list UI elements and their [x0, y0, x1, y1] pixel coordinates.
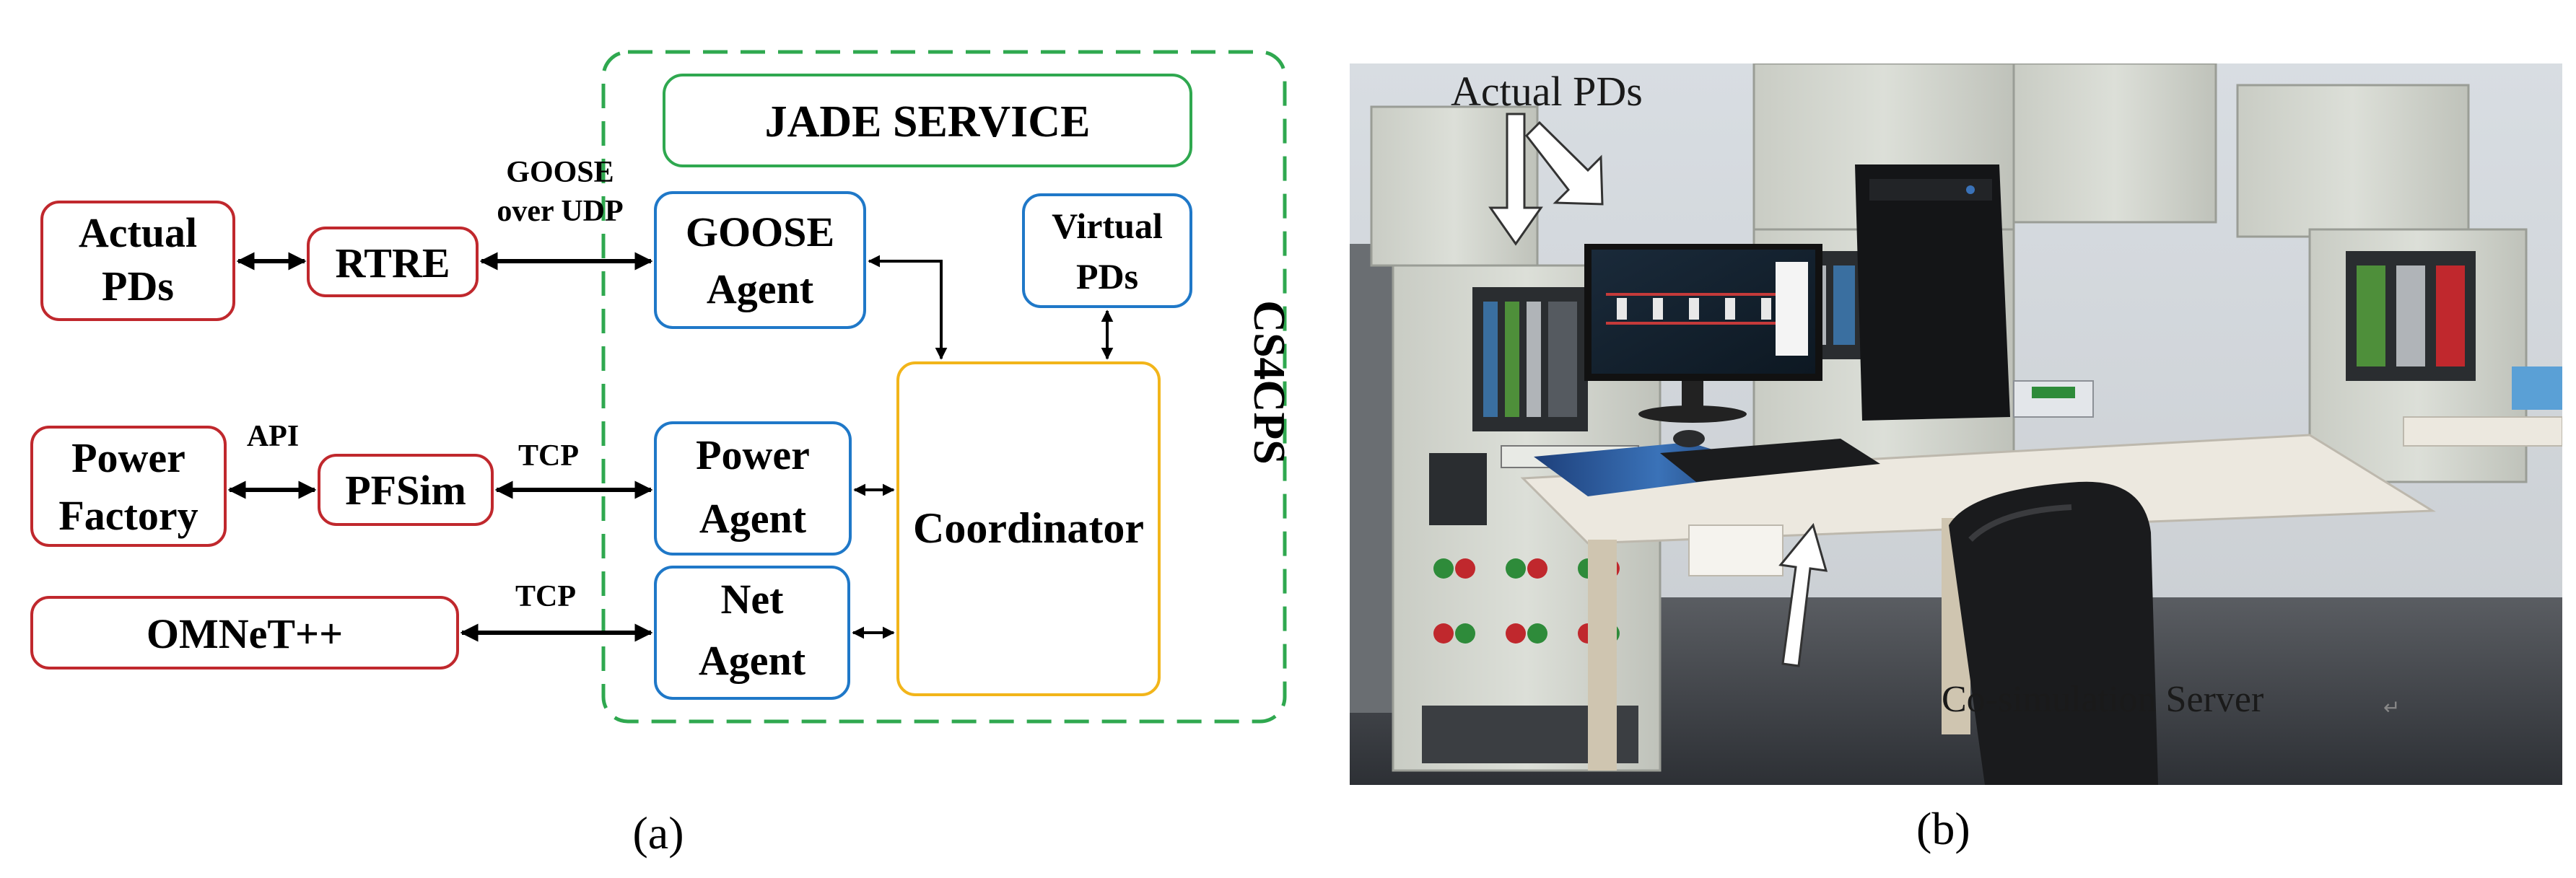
mouse: [1673, 430, 1705, 447]
coordinator-label: Coordinator: [913, 504, 1144, 552]
actual-pds-annotation: Actual PDs: [1451, 68, 1643, 115]
power-agent-label-2: Agent: [699, 495, 807, 542]
panel-b-caption: (b): [1916, 803, 1970, 854]
coordinator-box: [896, 361, 1161, 696]
panel-a-diagram: CS4CPS JADE SERVICE Actual PDs RTRE GOOS…: [30, 50, 1293, 859]
jade-service-box: [663, 74, 1192, 167]
pc-tower: [1855, 164, 2010, 421]
panel-a-caption: (a): [632, 807, 684, 859]
virtual-pds-label-2: PDs: [1076, 256, 1138, 297]
virtual-pds-box: [1022, 193, 1192, 308]
goose-agent-box: [654, 191, 866, 329]
net-agent-label-2: Agent: [699, 637, 806, 684]
goose-link-label-1: GOOSE: [506, 156, 614, 189]
goose-agent-label-1: GOOSE: [686, 208, 834, 255]
goose-link-label-2: over UDP: [497, 195, 623, 228]
rtre-label: RTRE: [335, 240, 450, 286]
power-factory-label-2: Factory: [58, 492, 198, 539]
rtre-box: [307, 227, 479, 297]
actual-pds-label-1: Actual: [79, 209, 197, 256]
actual-pds-box: [40, 201, 235, 321]
cosim-server-annotation: Co-simulation Server: [1942, 679, 2263, 720]
pfsim-box: [318, 454, 494, 526]
power-factory-box: [30, 426, 227, 547]
cs4cps-container: [601, 50, 1287, 724]
jade-service-label: JADE SERVICE: [765, 97, 1091, 146]
omnet-box: [30, 596, 459, 670]
arrow-gooseagent-coordinator: [868, 255, 948, 360]
actual-pds-label-2: PDs: [102, 263, 174, 310]
arrow-to-server: [1778, 522, 1828, 667]
tcp-net-link-label: TCP: [515, 580, 576, 613]
keyboard: [1660, 439, 1880, 482]
power-factory-label-1: Power: [71, 434, 185, 481]
desk-device: [2013, 380, 2094, 418]
net-agent-box: [654, 566, 850, 700]
side-desk: [2403, 416, 2562, 447]
monitor: [1584, 244, 1822, 423]
arrow-to-middle-cabinet: [1525, 120, 1604, 206]
office-chair: [1949, 481, 2158, 785]
power-agent-label-1: Power: [696, 431, 810, 478]
arrow-to-left-cabinet: [1488, 113, 1543, 246]
photo-left-dark: [1350, 244, 1393, 713]
virtual-pds-label-1: Virtual: [1052, 206, 1163, 246]
goose-agent-label-2: Agent: [707, 265, 814, 312]
return-mark: ↵: [2383, 697, 2400, 719]
pfsim-label: PFSim: [345, 467, 466, 514]
power-agent-box: [654, 421, 852, 556]
annotation-arrows: [1488, 113, 1828, 667]
net-agent-label-1: Net: [721, 576, 785, 623]
api-link-label: API: [247, 420, 299, 453]
tcp-power-link-label: TCP: [518, 439, 579, 473]
omnet-label: OMNeT++: [147, 610, 343, 657]
cs4cps-label: CS4CPS: [1244, 300, 1293, 464]
panel-b-photo: Actual PDs Co-simulation Server ↵: [1350, 63, 2562, 785]
